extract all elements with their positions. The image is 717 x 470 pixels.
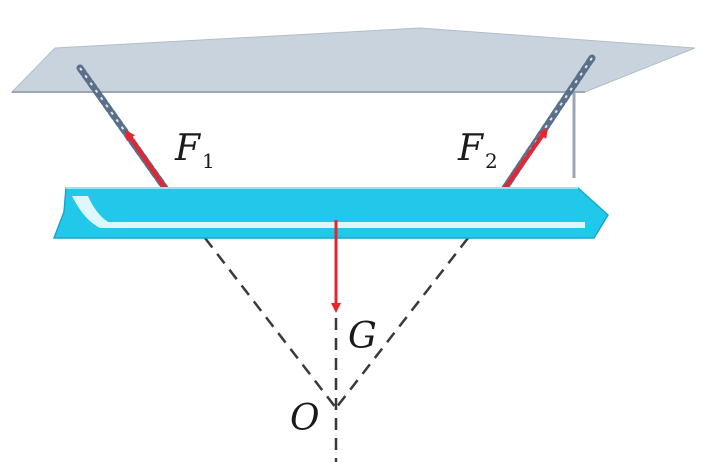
dashed-line-left [204, 237, 337, 409]
force-arrow-left [125, 129, 167, 190]
label-o: O [290, 398, 320, 439]
label-f1: F [174, 128, 202, 169]
dashed-line-right [335, 237, 469, 409]
force-arrow-right [503, 127, 548, 190]
label-f2: F [457, 128, 485, 169]
label-g: G [348, 316, 377, 357]
label-f2-sub: 2 [485, 149, 498, 173]
beam [52, 187, 609, 239]
label-f1-sub: 1 [202, 149, 215, 173]
